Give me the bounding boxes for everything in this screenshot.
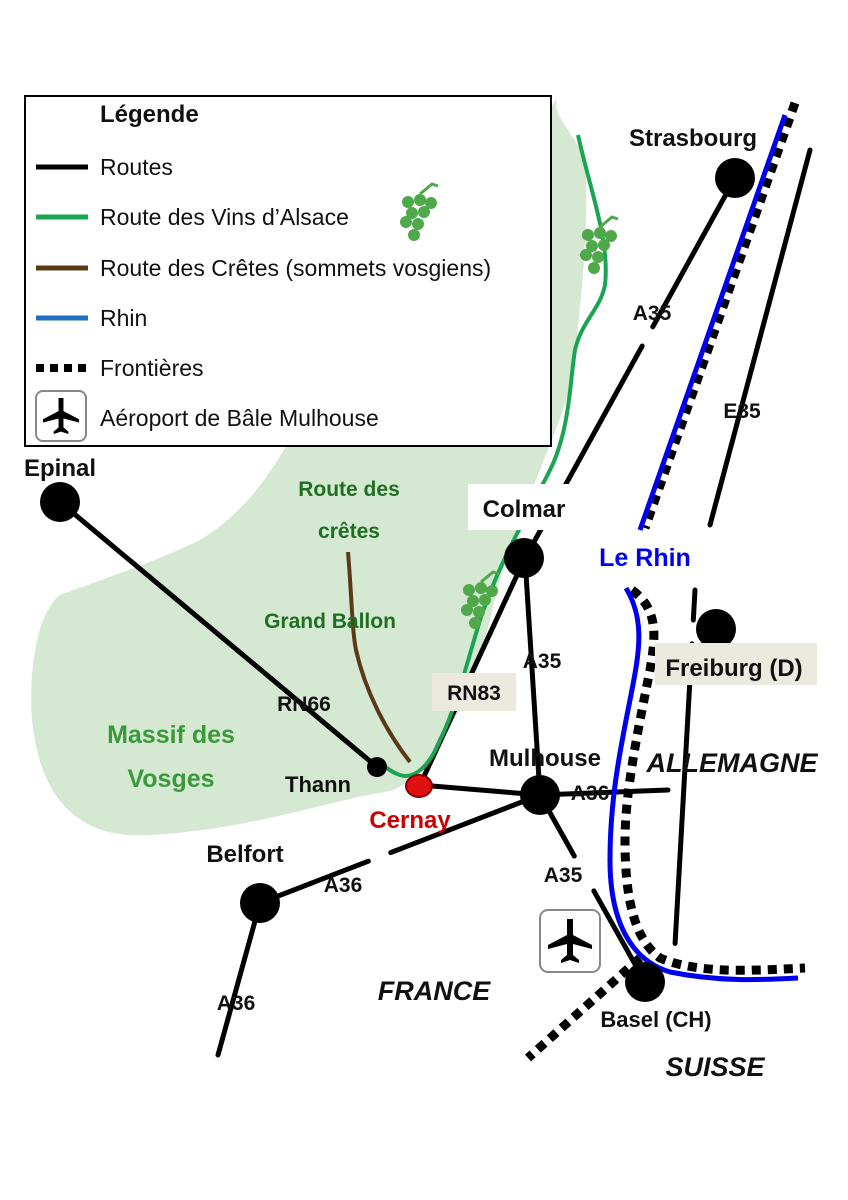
grape-icon [580,215,619,274]
legend-label-cretes: Route des Crêtes (sommets vosgiens) [100,255,491,281]
road-rn66 [57,499,380,770]
massif-label-line2: Vosges [127,765,214,793]
legend-label-rhine: Rhin [100,305,147,331]
city-dot-strasbourg [715,158,755,198]
city-label-colmar: Colmar [483,496,566,523]
road-label-a35-north: A35 [633,302,672,325]
route-des-cretes-label-line2: crêtes [318,520,380,543]
legend-title: Légende [100,101,199,128]
legend-box [24,95,552,447]
city-label-thann: Thann [285,772,351,797]
legend: Légende Routes Route des Vins d’Alsace R… [24,95,552,447]
borders [525,101,806,1062]
road-a35-mid [522,555,543,798]
road-a36-south [215,900,263,1058]
border-france-germany-north [640,101,800,530]
city-dot-freiburg [696,609,736,649]
route-des-cretes-label-line1: Route des [298,478,400,501]
colmar-label-box [468,484,580,530]
road-a35-south [537,792,648,985]
city-label-mulhouse: Mulhouse [489,745,601,772]
city-label-strasbourg: Strasbourg [629,125,757,152]
city-label-cernay: Cernay [369,807,451,834]
city-label-epinal: Epinal [24,455,96,482]
road-a36-east [537,787,671,798]
city-dot-epinal [40,482,80,522]
freiburg-label-box [655,643,817,685]
country-label-france: FRANCE [378,976,491,1006]
legend-label-airport: Aéroport de Bâle Mulhouse [100,405,379,431]
route-des-cretes [346,551,412,764]
grape-icon [461,570,500,629]
city-dot-cernay [405,774,433,798]
road-label-a36-east: A36 [571,782,610,805]
city-label-basel: Basel (CH) [600,1007,711,1032]
legend-label-wine-route: Route des Vins d’Alsace [100,204,349,230]
road-label-a36-south: A36 [217,992,256,1015]
grape-icon [400,182,439,241]
legend-label-routes: Routes [100,154,173,180]
city-dot-belfort [240,883,280,923]
airport-icon [539,909,601,973]
road-label-a35-mid: A35 [523,650,562,673]
rhine-river [607,114,799,983]
city-markers [40,158,755,1002]
country-label-suisse: SUISSE [665,1052,765,1082]
road-cernay-mulhouse [417,782,543,798]
city-dot-colmar [504,538,544,578]
road-label-e35: E35 [723,400,761,423]
road-e35 [707,147,813,528]
city-dot-thann [367,757,387,777]
city-label-freiburg: Freiburg (D) [665,655,802,682]
country-label-allemagne: ALLEMAGNE [646,748,819,778]
road-label-rn66: RN66 [277,693,331,716]
road-label-a35-south: A35 [544,864,583,887]
airport-icon [35,390,87,442]
rhine-label: Le Rhin [599,544,691,572]
rn83-label-box [432,673,516,711]
road-label-rn83: RN83 [447,682,501,705]
massif-label-line1: Massif des [107,721,235,749]
city-label-belfort: Belfort [206,841,283,868]
legend-label-borders: Frontières [100,355,204,381]
grand-ballon-label: Grand Ballon [264,610,396,633]
border-france-germany-south [620,586,806,975]
road-a36-mid [257,792,543,906]
city-dot-basel [625,962,665,1002]
city-dot-mulhouse [520,775,560,815]
road-label-a36-mid: A36 [324,874,363,897]
